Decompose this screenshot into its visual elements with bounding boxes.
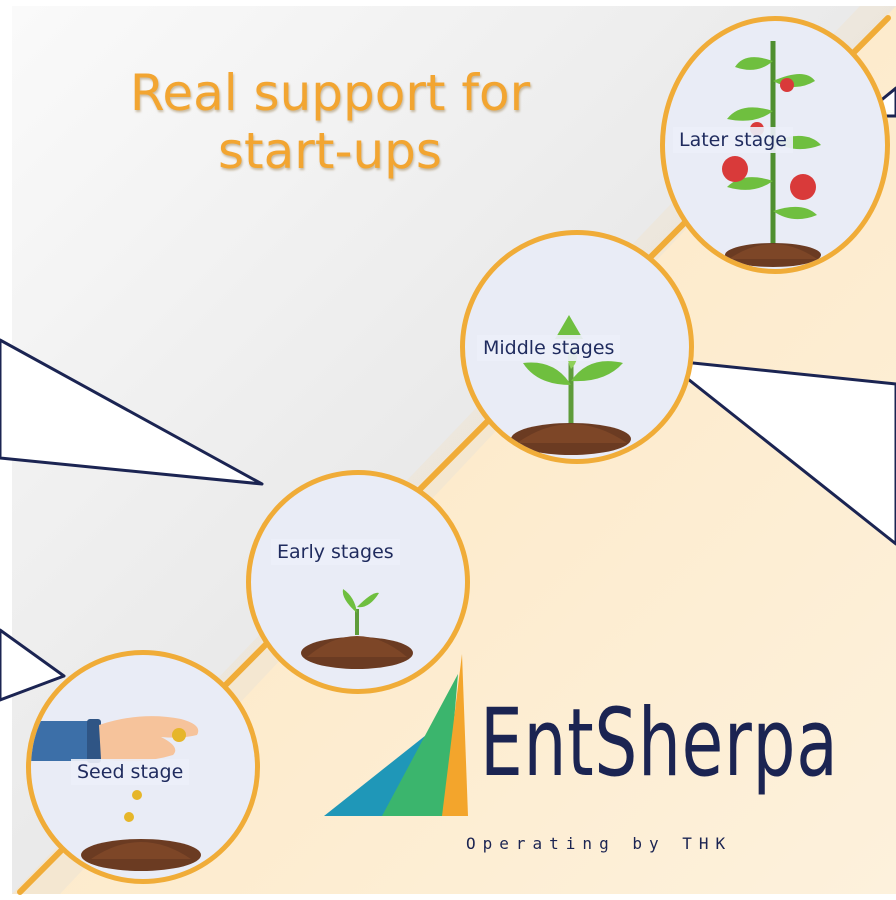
callout-seed — [0, 628, 66, 702]
early-stage-label: Early stages — [271, 539, 400, 565]
later-stage-circle: Later stage — [660, 16, 890, 274]
middle-stage-circle: Middle stages — [460, 230, 694, 464]
callout-middle — [662, 358, 896, 546]
light-band — [12, 6, 896, 894]
callout-early — [0, 338, 264, 486]
page-title: Real support for start-ups — [40, 64, 620, 180]
title-line-1: Real support for — [129, 64, 531, 122]
logo-tagline: Operating by THK — [466, 834, 733, 853]
hand-coin-icon — [31, 716, 201, 871]
logo-wordmark: EntSherpa — [480, 689, 839, 798]
later-stage-label: Later stage — [673, 127, 793, 153]
fruit-plant-icon — [722, 41, 821, 267]
middle-stage-label: Middle stages — [477, 335, 621, 361]
seed-stage-label: Seed stage — [71, 759, 190, 785]
seed-stage-circle: Seed stage — [26, 650, 260, 884]
early-stage-circle: Early stages — [246, 470, 470, 694]
sprout-icon — [301, 589, 413, 669]
entsherpa-mountain-icon — [324, 654, 468, 816]
title-line-2: start-ups — [218, 122, 442, 180]
